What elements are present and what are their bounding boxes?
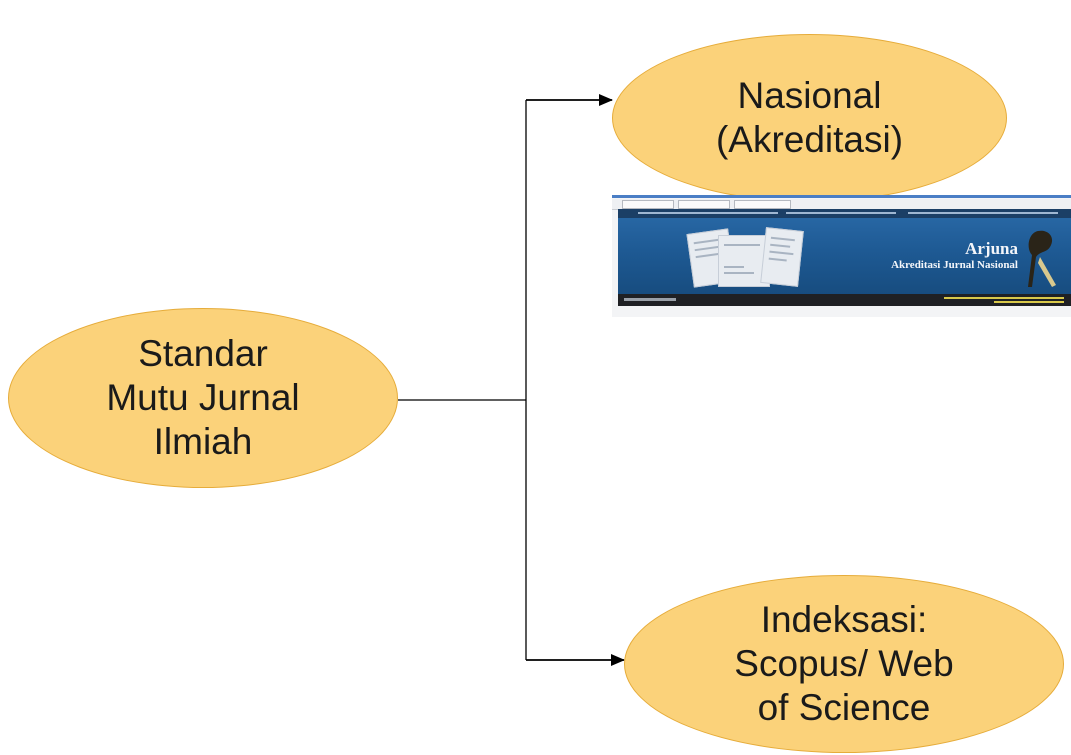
node-nasional-line-1: Nasional	[737, 75, 882, 116]
browser-accent-line	[612, 195, 1071, 198]
node-nasional: Nasional (Akreditasi)	[612, 34, 1007, 202]
banner-header: Arjuna Akreditasi Jurnal Nasional	[618, 209, 1071, 306]
banner-ticker	[618, 209, 1071, 218]
wayang-figure-icon	[1028, 230, 1056, 287]
node-root-line-2: Mutu Jurnal	[106, 377, 300, 418]
banner-title: Arjuna	[965, 239, 1018, 258]
banner-footer-bar	[618, 294, 1071, 306]
arjuna-banner-screenshot: Arjuna Akreditasi Jurnal Nasional	[612, 195, 1071, 317]
node-nasional-line-2: (Akreditasi)	[715, 119, 904, 160]
node-root-line-3: Ilmiah	[153, 421, 253, 462]
node-standar-mutu: Standar Mutu Jurnal Ilmiah	[8, 308, 398, 488]
banner-document-illustration-2	[760, 227, 804, 287]
node-indeksasi-line-1: Indeksasi:	[760, 599, 928, 640]
node-root-line-1: Standar	[138, 333, 268, 374]
banner-subtitle: Akreditasi Jurnal Nasional	[891, 259, 1018, 271]
node-indeksasi-line-3: of Science	[757, 687, 931, 728]
node-indeksasi: Indeksasi: Scopus/ Web of Science	[624, 575, 1064, 753]
node-indeksasi-line-2: Scopus/ Web	[734, 643, 954, 684]
